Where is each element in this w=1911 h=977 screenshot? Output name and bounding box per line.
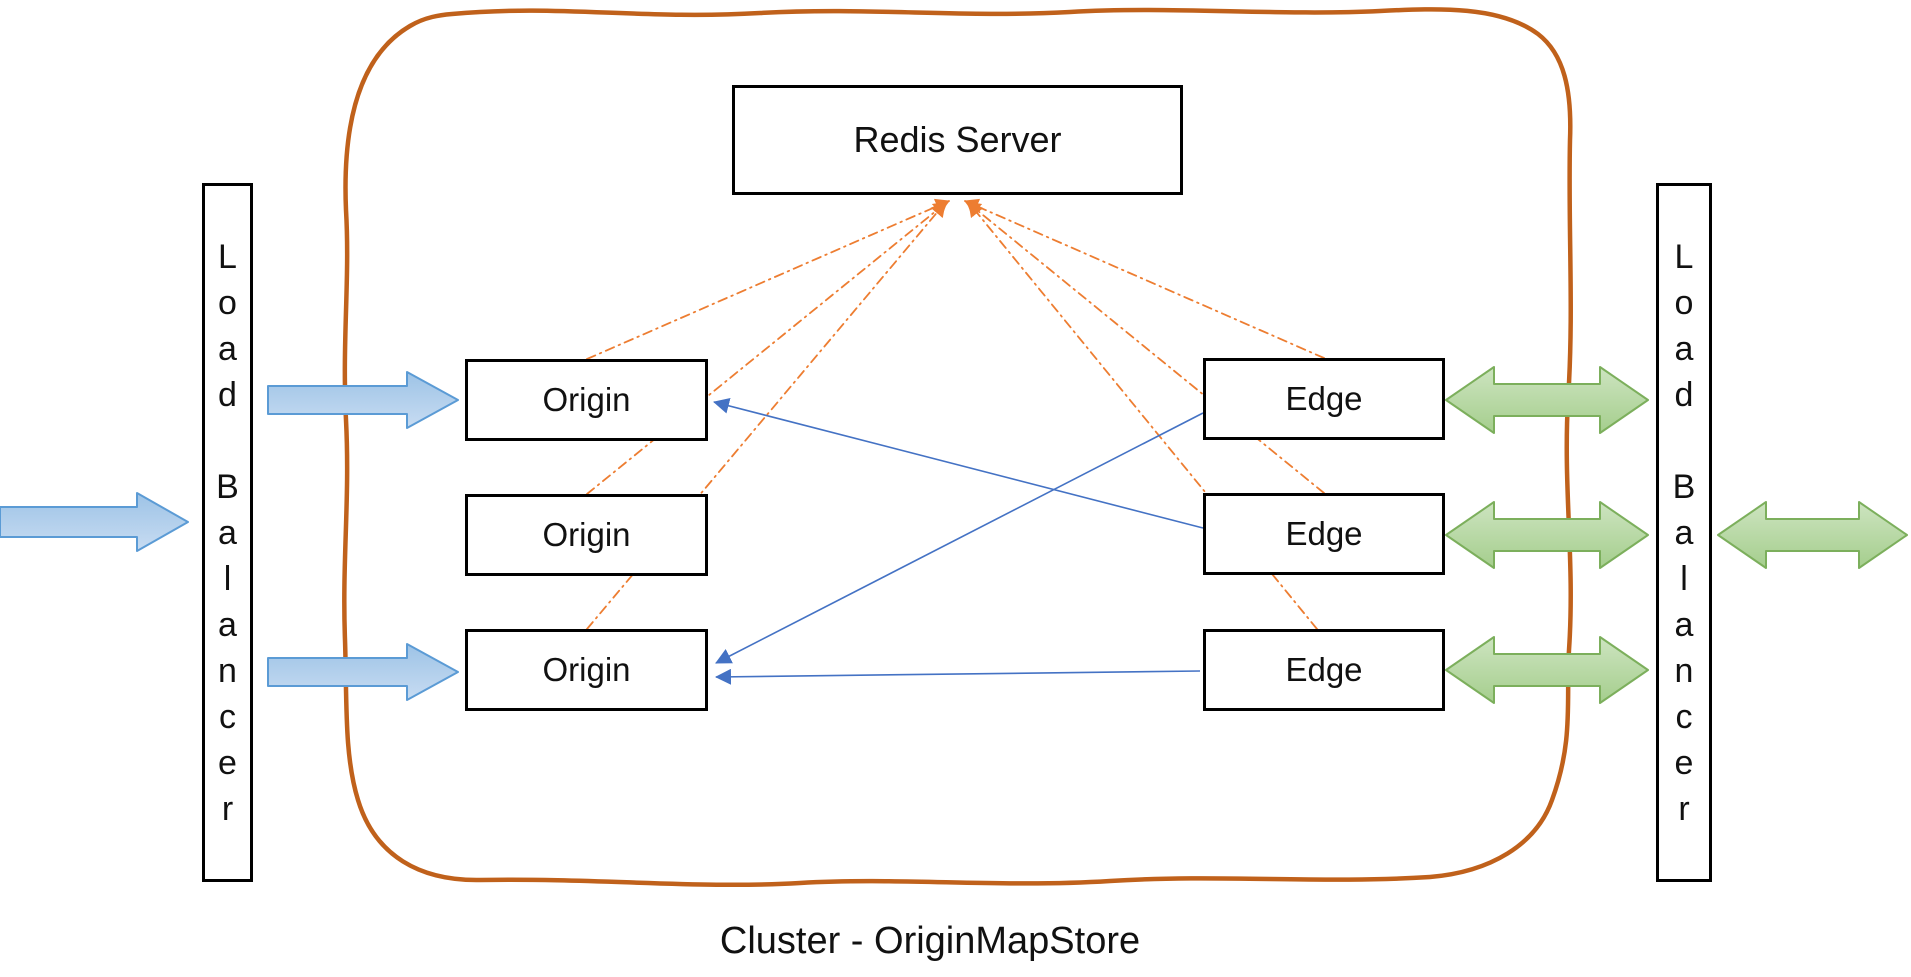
edge-box-3: Edge <box>1203 629 1445 711</box>
edge-to-origin-links <box>713 397 1204 685</box>
origin-1-label: Origin <box>542 381 631 418</box>
redis-link-origin-1 <box>586 198 950 360</box>
load-balancer-left-box: L o a d B a l a n c e r <box>202 183 253 882</box>
origin-2-label: Origin <box>542 516 631 553</box>
blue-block-arrows <box>0 371 459 701</box>
cluster-boundary-outline <box>342 7 1573 888</box>
load-balancer-left-label: L o a d B a l a n c e r <box>216 237 239 828</box>
link-edge2-to-origin1 <box>713 397 1204 529</box>
origin-box-3: Origin <box>465 629 708 711</box>
origin-box-1: Origin <box>465 359 708 441</box>
cluster-label: Cluster - OriginMapStore <box>719 920 1141 962</box>
arrow-edge1-lb <box>1445 366 1649 434</box>
arrow-out-of-right-lb <box>1717 501 1908 569</box>
link-edge3-to-origin3 <box>715 668 1201 685</box>
edge-3-label: Edge <box>1285 651 1363 688</box>
redis-link-edge-1 <box>964 198 1325 359</box>
edge-box-1: Edge <box>1203 358 1445 440</box>
load-balancer-right-box: L o a d B a l a n c e r <box>1656 183 1712 882</box>
arrow-lb-to-origin-3 <box>267 643 459 701</box>
redis-server-label: Redis Server <box>853 119 1062 160</box>
origin-3-label: Origin <box>542 651 631 688</box>
edge-box-2: Edge <box>1203 493 1445 575</box>
green-block-arrows <box>1445 366 1908 704</box>
redis-server-box: Redis Server <box>732 85 1183 195</box>
arrow-lb-to-origin-1 <box>267 371 459 429</box>
arrow-edge2-lb <box>1445 501 1649 569</box>
arrow-into-left-lb <box>0 492 189 552</box>
edge-1-label: Edge <box>1285 380 1363 417</box>
redis-link-edge-2 <box>966 201 1325 494</box>
edge-2-label: Edge <box>1285 515 1363 552</box>
link-edge1-to-origin3 <box>715 412 1204 664</box>
origin-box-2: Origin <box>465 494 708 576</box>
load-balancer-right-label: L o a d B a l a n c e r <box>1672 237 1696 828</box>
redis-link-origin-2 <box>586 201 948 495</box>
arrow-edge3-lb <box>1445 636 1649 704</box>
